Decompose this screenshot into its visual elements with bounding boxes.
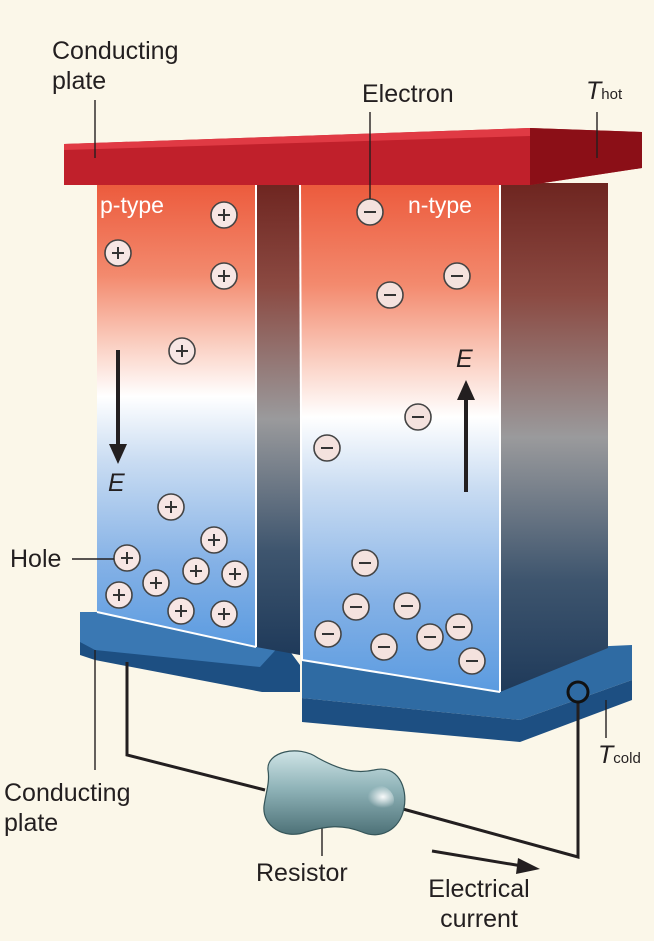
t-cold-subscript: cold [613,750,641,767]
label-p-type: p-type [100,192,164,218]
label-t-cold: Tcold [598,740,641,774]
hole-signs [112,209,241,620]
label-n-type: n-type [408,192,472,218]
current-arrow [431,849,540,874]
label-field-e-left: E [108,469,125,497]
circuit-wire [125,662,580,859]
label-electron: Electron [362,80,454,108]
label-conducting-plate-bottom: Conducting plate [4,779,131,837]
resistor [263,750,406,836]
label-t-hot: Thot [586,76,622,110]
label-electrical-current: Electrical current [428,875,530,933]
t-cold-symbol: T [598,741,614,769]
field-arrow-right [457,380,475,492]
label-field-e-right: E [456,345,473,373]
label-resistor: Resistor [256,859,348,887]
t-hot-subscript: hot [601,86,623,103]
wire-terminal [566,680,590,704]
electron-signs [321,211,478,662]
field-arrow-left [109,350,127,464]
leader-lines [72,100,607,856]
label-hole: Hole [10,545,62,573]
n-type-block [299,182,608,693]
hot-plate [64,128,642,185]
label-conducting-plate-top: Conducting plate [52,37,179,95]
t-hot-symbol: T [586,77,602,105]
